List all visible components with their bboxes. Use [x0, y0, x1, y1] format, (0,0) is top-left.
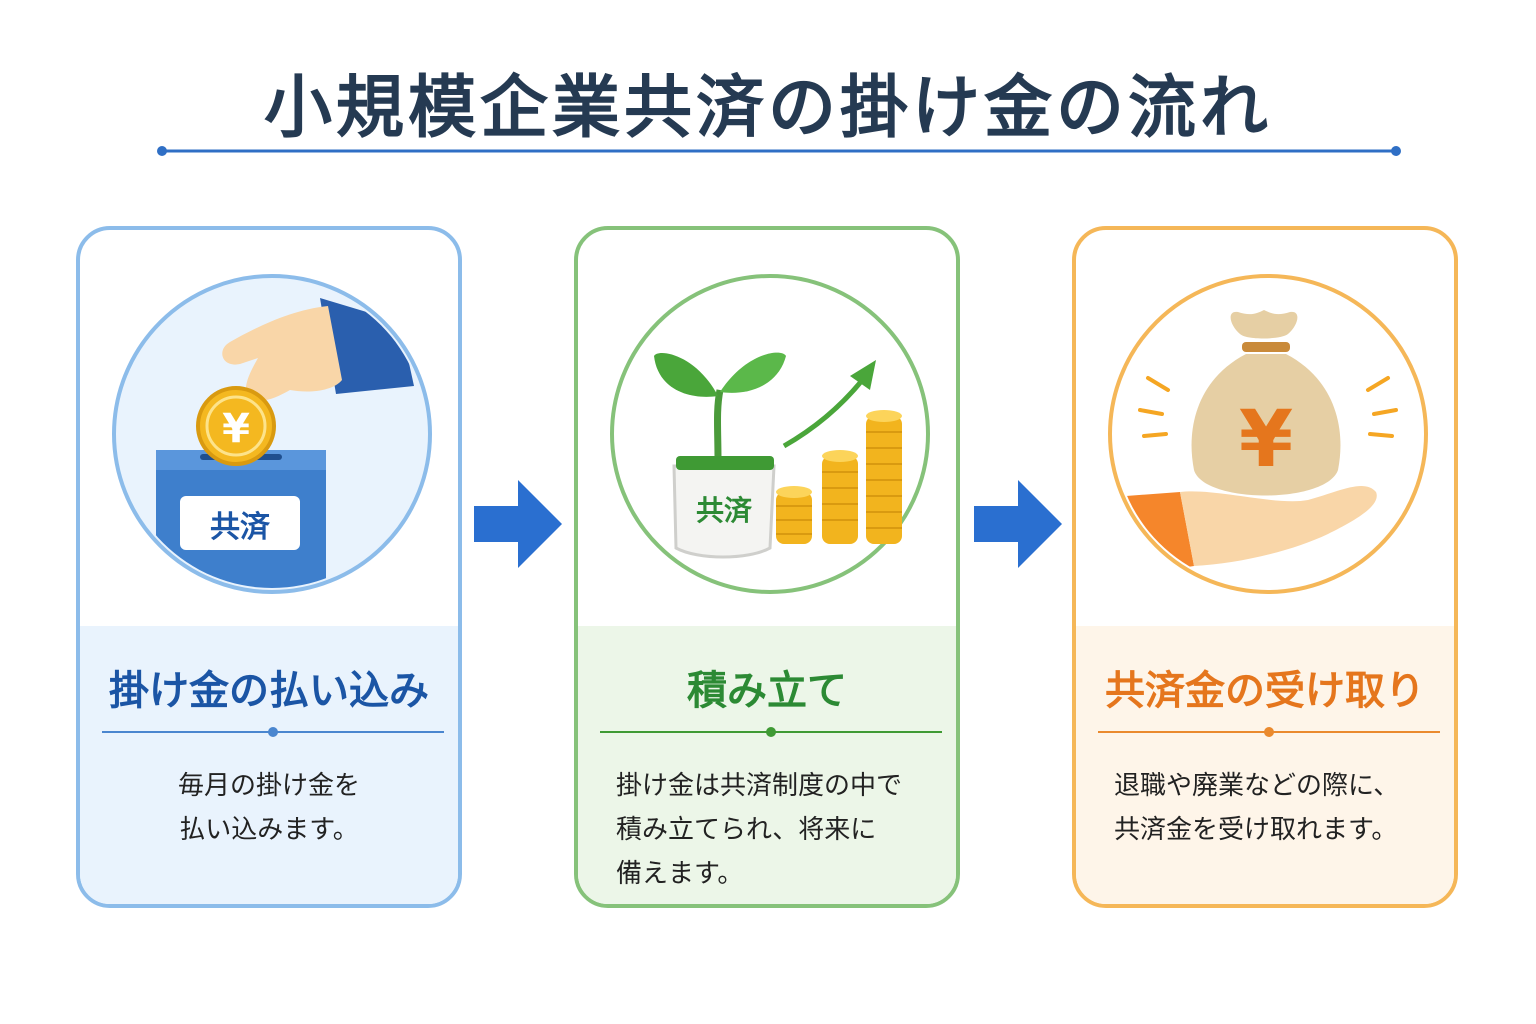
arrow-right-icon — [474, 480, 562, 568]
receive-illustration: ¥ — [1108, 274, 1428, 594]
step-title: 掛け金の払い込み — [109, 668, 429, 714]
step-panel — [80, 626, 458, 904]
page-title: 小規模企業共済の掛け金の流れ — [263, 69, 1272, 148]
step-card-payment: ¥ 共済 掛け金の払い込み 毎月の掛け金を 払い込みます。 — [76, 226, 462, 908]
step-title: 積み立て — [687, 668, 847, 714]
step-divider — [600, 727, 942, 737]
sprout-icon — [654, 352, 786, 461]
step-card-saving: 共済 — [574, 226, 960, 908]
bag-symbol: ¥ — [1239, 395, 1293, 485]
deposit-box-label: 共済 — [210, 510, 271, 545]
deposit-box-icon — [156, 450, 326, 588]
growth-arrow-icon — [782, 360, 876, 449]
yen-coin-icon: ¥ — [196, 386, 276, 466]
payment-illustration: ¥ 共済 — [112, 274, 432, 594]
pot-icon — [672, 456, 776, 559]
step-divider — [1098, 727, 1440, 737]
coin-symbol: ¥ — [222, 406, 250, 452]
step-card-receive: ¥ 共済金の受け取り 退職や廃業などの際に、 共済金を受け取れます。 — [1072, 226, 1458, 908]
step-description: 毎月の掛け金を 払い込みます。 — [177, 771, 360, 845]
money-bag-icon: ¥ — [1191, 310, 1341, 496]
coin-stack-medium-icon — [822, 450, 858, 544]
step-description: 退職や廃業などの際に、 共済金を受け取れます。 — [1114, 771, 1400, 845]
step-divider — [102, 727, 444, 737]
coin-stack-large-icon — [866, 410, 902, 544]
step-title: 共済金の受け取り — [1105, 668, 1425, 714]
step-description: 掛け金は共済制度の中で 積み立てられ、将来に 備えます。 — [616, 771, 903, 889]
sparkle-icon — [1138, 376, 1398, 438]
step-panel — [1076, 626, 1454, 904]
title-underline — [157, 146, 1401, 156]
coin-stack-small-icon — [776, 486, 812, 544]
saving-illustration: 共済 — [610, 274, 930, 594]
step-panel — [578, 626, 956, 904]
pot-label: 共済 — [696, 494, 753, 527]
arrow-right-icon — [974, 480, 1062, 568]
